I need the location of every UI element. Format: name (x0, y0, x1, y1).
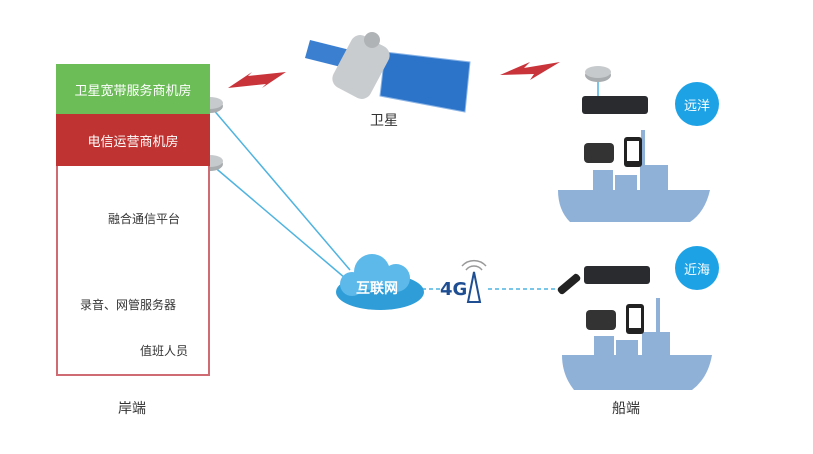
mobile-screen (629, 308, 641, 328)
wireless-bolt-icon (500, 62, 560, 80)
ship-icon (562, 298, 712, 390)
shore-label: 岸端 (118, 401, 146, 417)
usb-dongle-icon (557, 273, 581, 295)
platform-label: 融合通信平台 (108, 212, 181, 226)
satellite-label: 卫星 (370, 113, 398, 129)
ip-phone-icon (586, 310, 616, 330)
operator-label: 值班人员 (140, 344, 189, 358)
ip-phone-icon (584, 143, 614, 163)
router-icon (585, 66, 611, 82)
gateway-device-icon (582, 96, 648, 114)
ship-icon (558, 130, 710, 222)
internet-cloud-icon (336, 254, 424, 310)
link-line (211, 164, 346, 279)
near-sea-badge: 近海 (675, 246, 719, 290)
cell-tower-icon (461, 259, 487, 303)
satellite-icon (305, 32, 471, 113)
link-line (211, 107, 351, 271)
telecom-operator-room: 电信运营商机房 (56, 114, 210, 166)
far-sea-badge: 远洋 (675, 82, 719, 126)
wireless-bolt-icon (228, 72, 286, 88)
servers-label: 录音、网管服务器 (80, 298, 177, 312)
internet-label: 互联网 (356, 281, 398, 297)
ship-label: 船端 (612, 401, 640, 417)
gateway-device-icon (584, 266, 650, 284)
4g-label: 4G (440, 279, 468, 300)
mobile-screen (627, 141, 639, 161)
satellite-provider-room: 卫星宽带服务商机房 (56, 64, 210, 114)
